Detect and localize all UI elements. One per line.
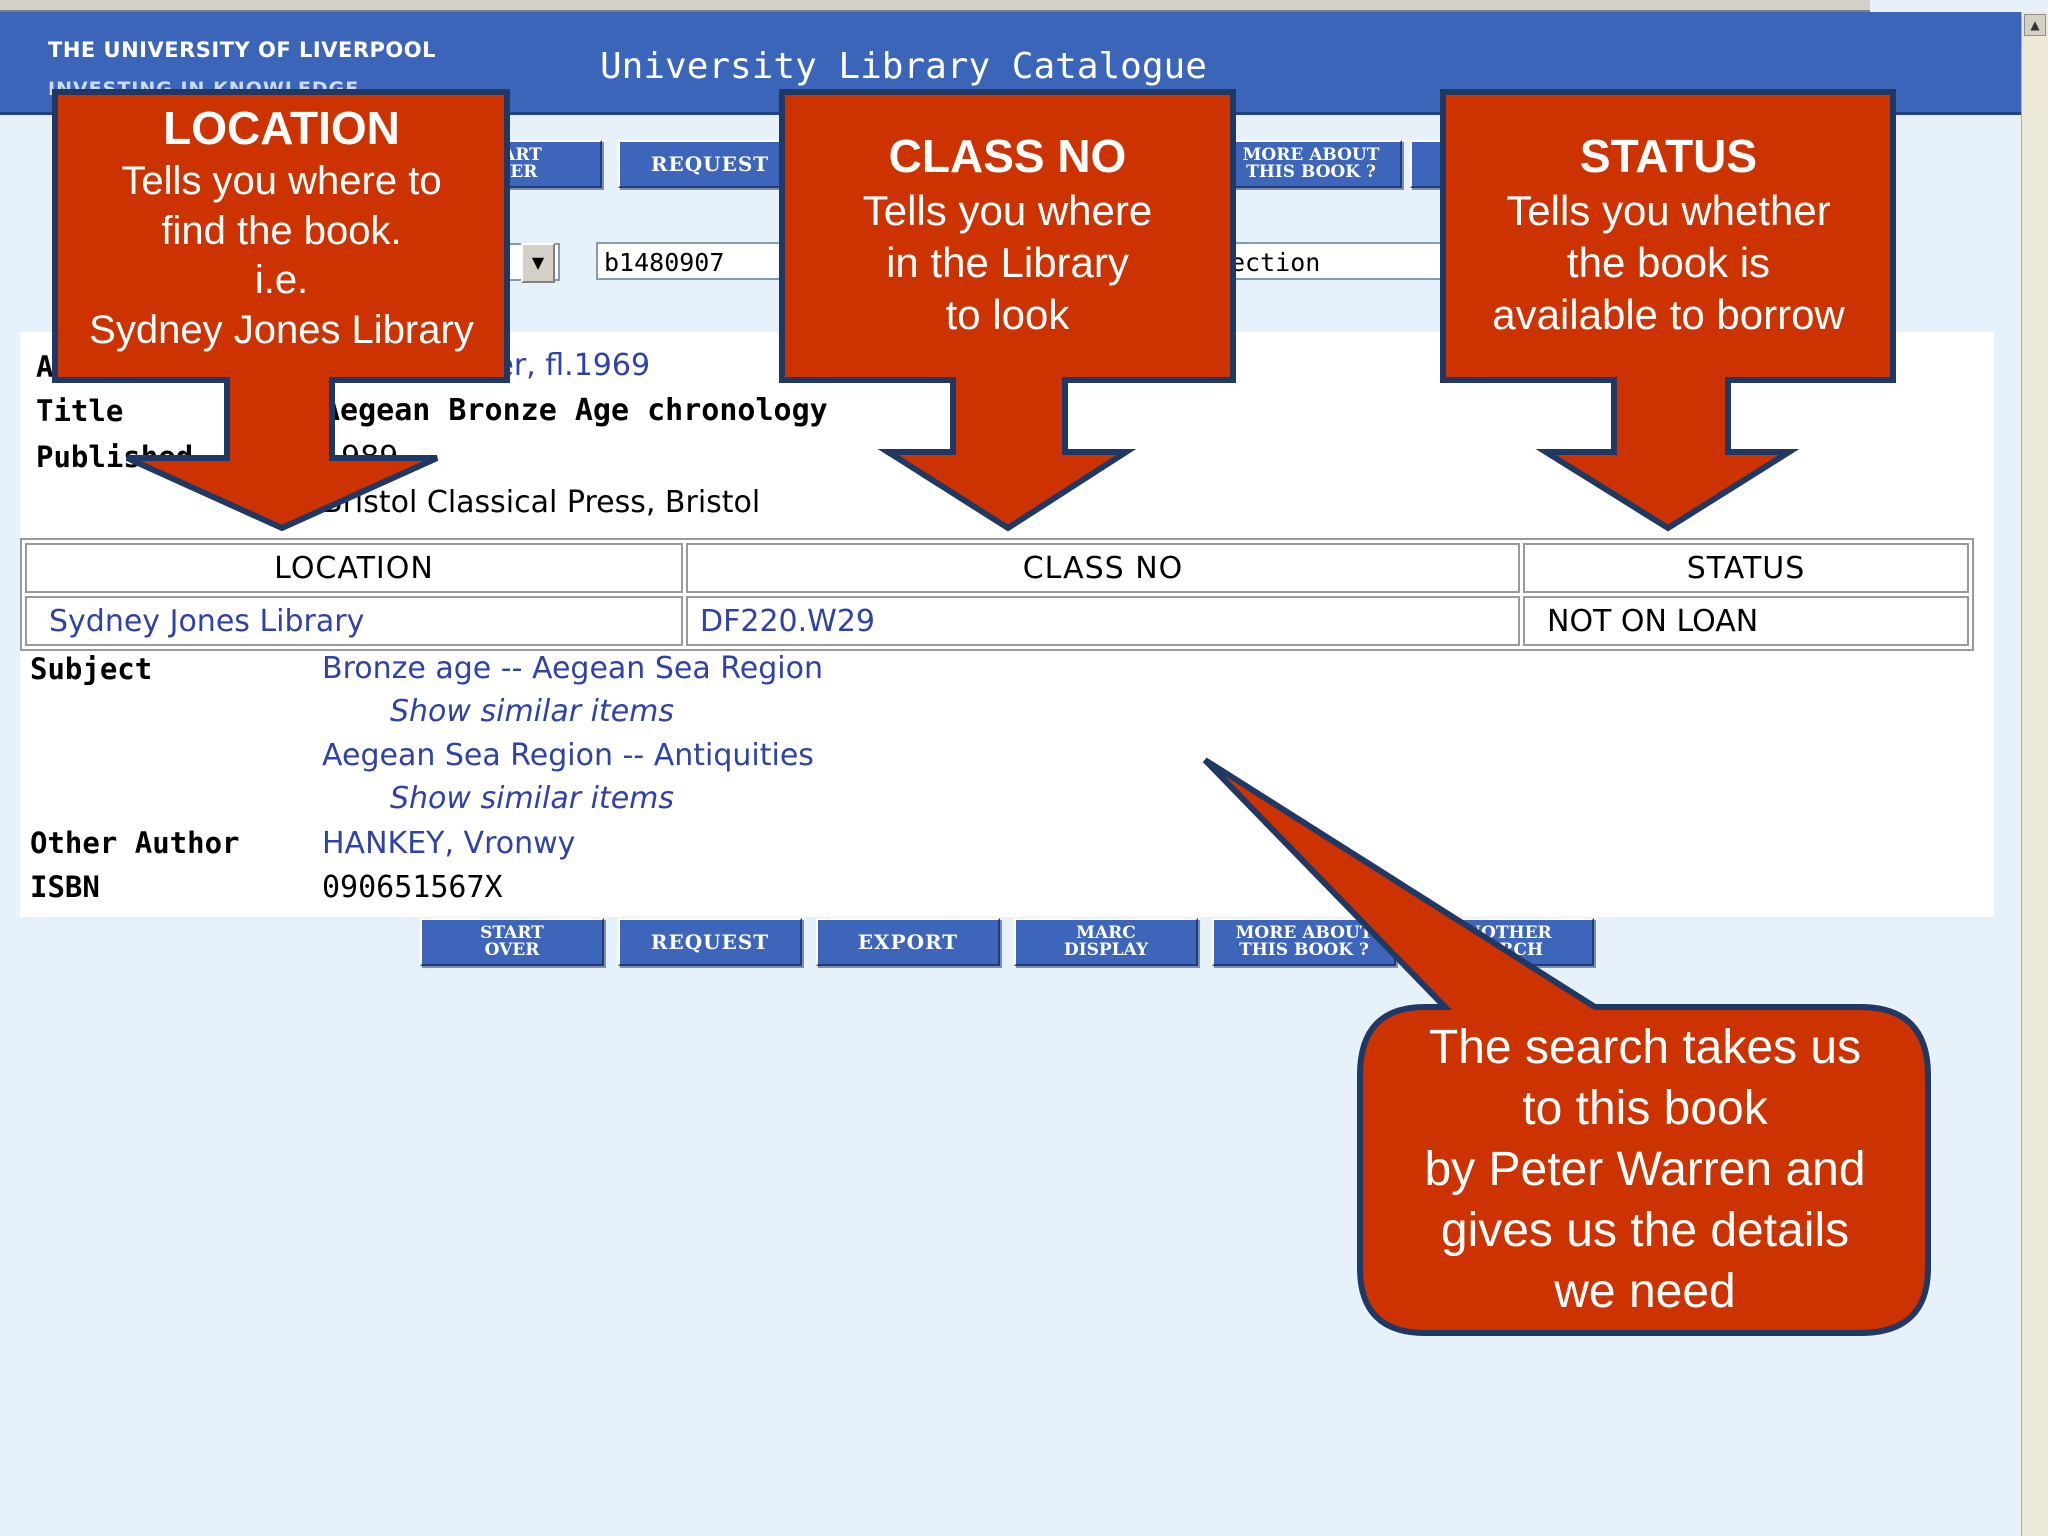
other-author-link[interactable]: HANKEY, Vronwy xyxy=(322,826,576,861)
classno-callout-line: in the Library xyxy=(886,239,1129,287)
holdings-status: NOT ON LOAN xyxy=(1523,596,1969,646)
status-callout-heading: STATUS xyxy=(1579,130,1758,182)
scroll-up-icon[interactable]: ▲ xyxy=(2024,14,2046,36)
status-callout-line: Tells you whether xyxy=(1506,187,1831,235)
more-about-label-1: MORE ABOUT xyxy=(1235,923,1373,943)
status-callout-text: STATUS Tells you whether the book is ava… xyxy=(1447,128,1890,341)
subject-link-1[interactable]: Bronze age -- Aegean Sea Region xyxy=(322,651,823,686)
more-about-label-1: MORE ABOUT xyxy=(1242,145,1380,165)
speech-bubble-text: The search takes us to this book by Pete… xyxy=(1365,1018,1925,1323)
start-over-label-2: OVER xyxy=(484,940,540,960)
location-callout-line: Tells you where to xyxy=(121,159,442,204)
title-label: Title xyxy=(36,394,124,428)
speech-bubble-callout xyxy=(1202,757,1931,1336)
page-title: University Library Catalogue xyxy=(600,46,1207,87)
status-callout-line: available to borrow xyxy=(1492,291,1845,339)
chevron-down-icon[interactable]: ▼ xyxy=(521,243,555,283)
marc-label-2: DISPLAY xyxy=(1063,940,1149,960)
export-button[interactable]: EXPORT xyxy=(816,918,1000,966)
location-callout-arrow xyxy=(52,89,510,532)
request-button-top[interactable]: REQUEST xyxy=(618,140,802,188)
table-row: Sydney Jones Library DF220.W29 NOT ON LO… xyxy=(25,596,1969,646)
search-input[interactable]: b1480907 xyxy=(596,242,796,280)
classno-callout-line: to look xyxy=(945,291,1070,339)
location-callout-heading: LOCATION xyxy=(163,102,400,154)
vertical-scrollbar[interactable]: ▲ xyxy=(2021,12,2048,1536)
classno-callout-arrow xyxy=(779,89,1236,532)
start-over-label-1: START xyxy=(480,923,544,943)
more-about-button-top[interactable]: MORE ABOUT THIS BOOK ? xyxy=(1220,140,1402,188)
show-similar-link-1[interactable]: Show similar items xyxy=(390,694,675,729)
speech-bubble-line: we need xyxy=(1554,1264,1736,1318)
more-about-label-2: THIS BOOK ? xyxy=(1239,940,1369,960)
holdings-table: LOCATION CLASS NO STATUS Sydney Jones Li… xyxy=(20,538,1974,651)
speech-bubble-line: by Peter Warren and xyxy=(1424,1142,1866,1196)
marc-label-1: MARC xyxy=(1076,923,1136,943)
classno-callout-line: Tells you where xyxy=(862,187,1153,235)
holdings-location-link[interactable]: Sydney Jones Library xyxy=(25,596,683,646)
university-name: THE UNIVERSITY OF LIVERPOOL xyxy=(48,38,436,62)
location-callout-text: LOCATION Tells you where to find the boo… xyxy=(60,100,503,355)
status-callout-line: the book is xyxy=(1566,239,1771,287)
other-author-label: Other Author xyxy=(30,826,240,860)
holdings-classno-link[interactable]: DF220.W29 xyxy=(686,596,1520,646)
more-about-label-2: THIS BOOK ? xyxy=(1246,162,1376,182)
holdings-header-location: LOCATION xyxy=(25,543,683,593)
location-callout-line: find the book. xyxy=(161,208,402,253)
speech-bubble-line: gives us the details xyxy=(1440,1203,1850,1257)
show-similar-link-2[interactable]: Show similar items xyxy=(390,781,675,816)
title-value: Aegean Bronze Age chronology xyxy=(322,393,828,428)
location-callout-line: i.e. xyxy=(254,258,309,303)
isbn-label: ISBN xyxy=(30,870,100,904)
holdings-header-status: STATUS xyxy=(1523,543,1969,593)
request-button[interactable]: REQUEST xyxy=(618,918,802,966)
browser-toolbar-strip xyxy=(0,0,1870,12)
start-over-button[interactable]: START OVER xyxy=(420,918,604,966)
status-callout-arrow xyxy=(1440,89,1896,532)
published-value: Bristol Classical Press, Bristol xyxy=(322,485,761,520)
subject-label: Subject xyxy=(30,652,153,686)
subject-link-2[interactable]: Aegean Sea Region -- Antiquities xyxy=(322,738,814,773)
holdings-header-classno: CLASS NO xyxy=(686,543,1520,593)
marc-display-button[interactable]: MARC DISPLAY xyxy=(1014,918,1198,966)
speech-bubble-line: The search takes us xyxy=(1428,1021,1862,1074)
search-scope-field[interactable]: ection xyxy=(1224,242,1464,280)
classno-callout-heading: CLASS NO xyxy=(888,130,1127,182)
location-callout-line: Sydney Jones Library xyxy=(89,307,474,352)
isbn-value: 090651567X xyxy=(322,870,503,905)
classno-callout-text: CLASS NO Tells you where in the Library … xyxy=(786,128,1229,341)
speech-bubble-line: to this book xyxy=(1522,1081,1768,1135)
